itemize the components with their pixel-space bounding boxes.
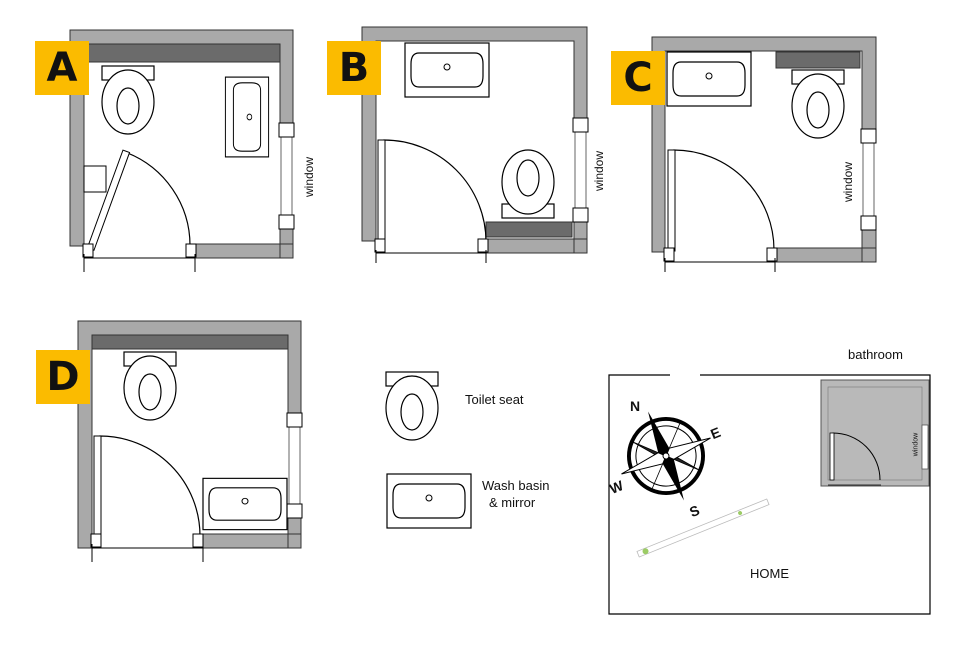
plan-c-window-jamb-bottom: [860, 215, 877, 231]
plan-d-basin: [202, 477, 288, 531]
plan-d-window-frame: [288, 413, 301, 507]
legend-basin-label-line1: Wash basin: [482, 478, 550, 493]
plan-a: [69, 29, 295, 272]
plan-d-door-swing: [99, 435, 201, 537]
compass-north-point: [648, 411, 670, 456]
plan-b-jamb-left: [374, 238, 386, 253]
compass-north-label: N: [630, 398, 641, 414]
compass-rose: [621, 411, 711, 501]
plan-a-door-leaf: [86, 149, 131, 251]
plan-b-window-jamb-bottom: [572, 207, 589, 223]
plan-d-window-jamb-bottom: [286, 503, 303, 519]
plan-c-window-jamb-top: [860, 128, 877, 144]
plan-a-badge: A: [35, 41, 89, 95]
plan-a-basin: [224, 76, 270, 158]
plan-a-counter: [83, 43, 281, 63]
site-map: [608, 374, 931, 615]
plan-a-toilet: [101, 65, 155, 135]
plan-b-toilet: [501, 149, 555, 219]
legend-toilet-label: Toilet seat: [465, 392, 524, 407]
plan-b-window-jamb-top: [572, 117, 589, 133]
plan-b-walls: [361, 26, 588, 242]
plan-d-door-leaf: [93, 435, 102, 537]
plan-c-window-frame: [862, 130, 875, 219]
plan-a-jamb-right: [185, 243, 197, 258]
plan-c-jamb-left: [663, 247, 675, 262]
site-map-boundary: [608, 374, 931, 615]
site-map-bathroom-interior: [827, 386, 923, 481]
plan-a-window-jamb-bottom: [278, 214, 295, 230]
plan-d-badge: D: [36, 350, 90, 404]
plan-a-jamb-left: [82, 243, 94, 258]
plan-b-door-leaf: [377, 139, 386, 243]
plan-a-wall-bottom-right: [189, 214, 294, 259]
legend-toilet-symbol: [385, 371, 439, 441]
site-map-bathroom-door-swing: [832, 432, 881, 481]
plan-b: [361, 26, 589, 263]
plan-b-window-frame: [574, 118, 587, 211]
legend: [385, 371, 472, 529]
legend-basin-label-line2: & mirror: [489, 495, 536, 510]
plan-d: [77, 320, 303, 562]
site-map-home-label: HOME: [750, 566, 789, 581]
plan-b-window-label: window: [592, 150, 606, 192]
plan-a-window-label: window: [302, 156, 316, 198]
plan-a-window-frame: [280, 124, 293, 216]
plan-b-basin: [404, 42, 490, 98]
plan-b-jamb-right: [477, 238, 489, 253]
plan-a-wall-box: [83, 165, 107, 193]
plan-c-counter: [775, 51, 861, 69]
plan-d-toilet: [123, 351, 177, 421]
plan-b-counter: [485, 221, 573, 238]
plan-b-door-swing: [383, 139, 487, 243]
plan-c-window-label: window: [841, 161, 855, 203]
plan-c-badge: C: [611, 51, 665, 105]
compass-south-point: [662, 456, 684, 501]
site-map-ruler: [636, 498, 770, 558]
plan-a-door-swing: [91, 151, 191, 248]
legend-basin-symbol: [386, 473, 472, 529]
plan-c-door-leaf: [667, 149, 676, 252]
site-map-bathroom-window: [921, 424, 929, 470]
plan-d-window-jamb-top: [286, 412, 303, 428]
site-map-bathroom-door-leaf: [829, 432, 835, 481]
plan-d-counter: [91, 334, 289, 350]
plan-d-jamb-left: [90, 533, 102, 548]
plan-a-window-jamb-top: [278, 122, 295, 138]
plan-c-toilet: [791, 69, 845, 139]
plan-c-door-swing: [673, 149, 775, 252]
plan-c-basin: [666, 51, 752, 107]
plan-c: [651, 36, 877, 272]
plan-c-jamb-right: [766, 247, 778, 262]
site-map-bathroom-label: bathroom: [848, 347, 903, 362]
plan-b-badge: B: [327, 41, 381, 95]
plan-c-walls: [651, 36, 877, 253]
site-map-window-label: window: [912, 432, 920, 457]
plan-d-jamb-right: [192, 533, 204, 548]
